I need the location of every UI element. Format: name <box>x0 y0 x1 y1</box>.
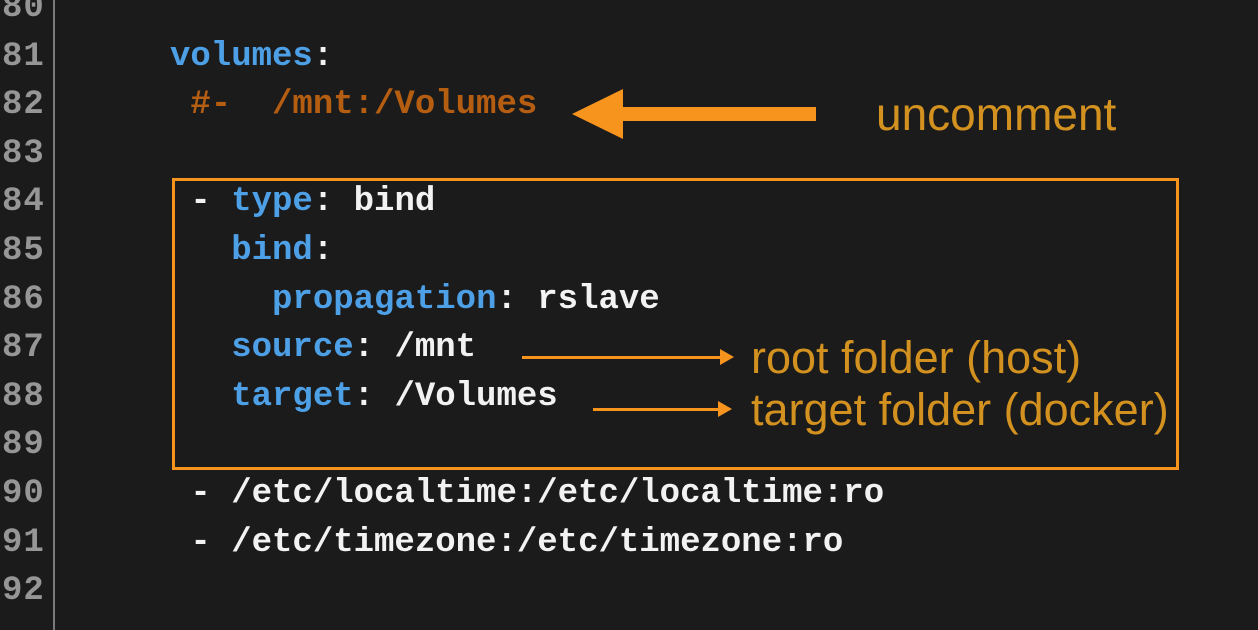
code-line[interactable]: target: /Volumes <box>170 378 1258 427</box>
code-line[interactable]: - type: bind <box>170 183 1258 232</box>
right-arrow-shaft <box>593 408 718 411</box>
line-number: 82 <box>2 86 45 125</box>
source-label: root folder (host) <box>751 332 1082 383</box>
left-arrow-shaft <box>621 107 816 121</box>
code-line[interactable]: source: /mnt <box>170 329 1258 378</box>
right-arrow-icon <box>720 349 734 365</box>
code-token: volumes <box>170 37 313 76</box>
code-token: : /Volumes <box>353 377 558 416</box>
code-token: - /etc/localtime:/etc/localtime:ro <box>170 474 885 513</box>
code-line[interactable]: #- /mnt:/Volumes <box>170 86 1258 135</box>
line-number: 80 <box>2 0 45 27</box>
highlight-box <box>172 178 1179 470</box>
line-number: 87 <box>2 329 45 368</box>
code-token: type <box>231 183 313 222</box>
code-area[interactable]: volumes: #- /mnt:/Volumes - type: bind b… <box>170 0 1258 621</box>
code-line[interactable] <box>170 0 1258 38</box>
code-token: : <box>312 231 334 270</box>
code-token: bind <box>231 231 313 270</box>
code-token: source <box>231 329 354 368</box>
line-number: 86 <box>2 280 45 319</box>
line-number: 92 <box>2 572 45 611</box>
code-token: propagation <box>272 280 497 319</box>
uncomment-label: uncomment <box>876 88 1117 140</box>
code-line[interactable]: - /etc/localtime:/etc/localtime:ro <box>170 475 1258 524</box>
code-line[interactable]: - /etc/timezone:/etc/timezone:ro <box>170 524 1258 573</box>
line-number: 88 <box>2 377 45 416</box>
code-token: target <box>231 377 354 416</box>
code-token: - <box>170 183 232 222</box>
code-token: - /etc/timezone:/etc/timezone:ro <box>170 523 844 562</box>
line-number: 89 <box>2 426 45 465</box>
line-number: 81 <box>2 37 45 76</box>
code-token: #- /mnt:/Volumes <box>170 86 538 125</box>
code-token: : bind <box>312 183 436 222</box>
code-line[interactable]: bind: <box>170 232 1258 281</box>
line-number: 84 <box>2 183 45 222</box>
right-arrow-icon <box>718 401 732 417</box>
line-number: 83 <box>2 134 45 173</box>
left-arrow-icon <box>572 89 623 139</box>
code-line[interactable]: volumes: <box>170 38 1258 87</box>
target-label: target folder (docker) <box>751 384 1169 435</box>
line-number: 91 <box>2 523 45 562</box>
code-line[interactable] <box>170 135 1258 184</box>
code-token: : <box>312 37 334 76</box>
line-number: 90 <box>2 474 45 513</box>
code-token: : rslave <box>496 280 660 319</box>
right-arrow-shaft <box>522 356 722 359</box>
line-number: 85 <box>2 231 45 270</box>
gutter-separator <box>53 0 55 630</box>
code-line[interactable] <box>170 572 1258 621</box>
code-line[interactable]: propagation: rslave <box>170 281 1258 330</box>
gutter: 80 81 82 83 84 85 86 87 88 89 90 91 92 <box>0 0 53 621</box>
code-token: : /mnt <box>353 329 477 368</box>
